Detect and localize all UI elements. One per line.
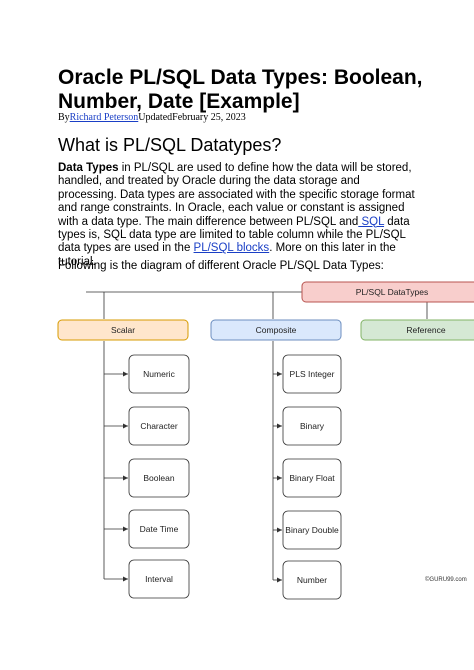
composite-label: Composite [256,325,297,335]
composite-children-labels: PLS Integer Binary Binary Float Binary D… [285,369,339,585]
binary-label: Binary [300,421,325,431]
pls-integer-label: PLS Integer [290,369,335,379]
plsql-blocks-link[interactable]: PL/SQL blocks [193,242,270,255]
author-link[interactable]: Richard Peterson [69,112,139,123]
scalar-children [128,354,190,599]
binary-double-label: Binary Double [285,525,339,535]
page-title: Oracle PL/SQL Data Types: Boolean, Numbe… [58,66,423,113]
node-binary [282,406,342,446]
node-boolean [128,458,190,498]
updated-date: UpdatedFebruary 25, 2023 [138,112,246,123]
intro-text-3: . More on this later in the tutorial. [58,242,396,268]
character-label: Character [140,421,177,431]
intro-bold-term: Data Types [58,162,119,174]
number-label: Number [297,575,327,585]
datatypes-diagram: PL/SQL DataTypes Scalar Composite Refere… [57,281,474,600]
root-label: PL/SQL DataTypes [356,287,428,297]
section-heading: What is PL/SQL Datatypes? [58,135,282,155]
composite-children [282,354,342,600]
node-character [128,406,190,446]
interval-label: Interval [145,574,173,584]
boolean-label: Boolean [143,473,174,483]
binary-float-label: Binary Float [289,473,335,483]
numeric-label: Numeric [143,369,175,379]
category-scalar: Scalar [57,319,189,341]
node-pls-integer [282,354,342,394]
node-binary-double [282,510,342,550]
byline: ByRichard PetersonUpdatedFebruary 25, 20… [58,112,246,123]
guru99-watermark: ©GURU99.com [425,576,467,583]
reference-label: Reference [406,325,445,335]
arrowheads [123,371,282,583]
root-box [301,281,474,303]
by-prefix: By [58,112,70,123]
intro-text-1: in PL/SQL are used to define how the dat… [58,162,415,228]
node-date-time [128,509,190,549]
intro-text-2: data types is, SQL data type are limited… [58,215,410,255]
node-number [282,560,342,600]
root-node: PL/SQL DataTypes [301,281,474,303]
category-reference: Reference [360,319,474,341]
intro-paragraph: Data Types in PL/SQL are used to define … [58,162,420,269]
diagram-intro: Following is the diagram of different Or… [58,260,384,272]
scalar-label: Scalar [111,325,135,335]
scalar-children-labels: Numeric Character Boolean Date Time Inte… [140,369,179,584]
node-binary-float [282,458,342,498]
sql-link[interactable]: SQL [358,215,385,228]
node-interval [128,559,190,599]
category-composite: Composite [210,319,342,341]
date-time-label: Date Time [140,524,179,534]
node-numeric [128,354,190,394]
